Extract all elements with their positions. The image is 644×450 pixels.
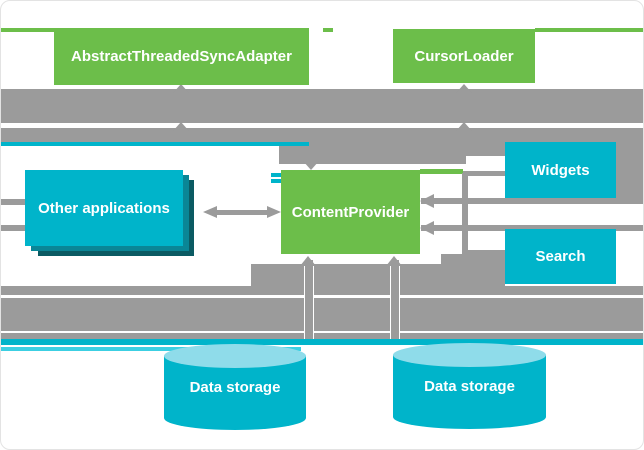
line-storage-cp-2 — [390, 260, 400, 339]
line-search-right-segment — [421, 225, 643, 231]
arrowhead-up-band2-left — [173, 122, 189, 131]
node-content-provider: ContentProvider — [281, 170, 420, 254]
cyan-stripe-cp-left-1 — [271, 173, 281, 177]
line-widgets-left-segment — [1, 199, 25, 205]
double-arrow-shaft — [215, 210, 269, 215]
node-other-applications: Other applications — [25, 170, 183, 246]
green-stripe-cp-right — [420, 169, 463, 174]
green-stripe-top-mid — [323, 28, 333, 32]
green-stripe-top-right — [535, 28, 643, 32]
arrowhead-up-band2-right — [456, 122, 472, 131]
line-storage-cp-1 — [304, 260, 314, 339]
arrowhead-up-cursorloader — [456, 84, 472, 93]
arrowhead-left-widgets — [420, 194, 434, 208]
widgets-label: Widgets — [531, 161, 590, 179]
cyan-stripe-bottom-1 — [1, 339, 643, 345]
arrowhead-up-cp-2 — [386, 256, 402, 266]
node-data-storage-right: Data storage — [393, 343, 546, 429]
arrow-block-bottom-right — [441, 254, 505, 289]
arrowhead-left-search — [420, 221, 434, 235]
node-search: Search — [505, 229, 616, 284]
elbow-line-widgets — [463, 171, 505, 176]
line-search-left-segment — [1, 225, 25, 231]
cylinder-top — [393, 343, 546, 367]
arrowhead-down-contentprovider — [303, 161, 319, 170]
band-separator-2 — [1, 331, 643, 333]
other-applications-label: Other applications — [38, 199, 170, 217]
arrow-block-bottom-center — [251, 264, 466, 289]
sync-adapter-label: AbstractThreadedSyncAdapter — [71, 48, 292, 65]
arrowhead-left-otherapps — [203, 206, 217, 218]
arrowhead-right-contentprovider — [267, 206, 281, 218]
arrowhead-up-syncadapter — [173, 84, 189, 93]
cylinder-top — [164, 344, 306, 368]
cursor-loader-label: CursorLoader — [414, 47, 514, 65]
data-storage-left-label: Data storage — [189, 378, 281, 396]
cylinder-bottom — [164, 406, 306, 430]
cyan-stripe-cp-left-2 — [271, 179, 281, 183]
elbow-line-search — [462, 250, 505, 255]
cyan-stripe-bottom-2 — [1, 347, 301, 351]
node-widgets: Widgets — [505, 142, 616, 198]
content-provider-label: ContentProvider — [291, 203, 410, 221]
cyan-stripe-mid — [1, 142, 309, 146]
cylinder-bottom — [393, 405, 546, 429]
elbow-line-vertical — [462, 173, 468, 253]
arrow-band-top-1 — [1, 89, 643, 123]
line-widgets-right-segment — [421, 198, 643, 204]
search-label: Search — [535, 248, 586, 265]
band-separator-1 — [1, 295, 643, 298]
node-sync-adapter: AbstractThreadedSyncAdapter — [54, 28, 309, 85]
arrow-band-bottom — [1, 286, 643, 339]
green-stripe-top-left — [1, 28, 54, 32]
arrowhead-up-cp-1 — [300, 256, 316, 266]
data-storage-right-label: Data storage — [424, 377, 515, 395]
node-cursor-loader: CursorLoader — [393, 29, 535, 83]
arrow-column-right-edge — [616, 151, 643, 198]
node-data-storage-left: Data storage — [164, 344, 306, 430]
